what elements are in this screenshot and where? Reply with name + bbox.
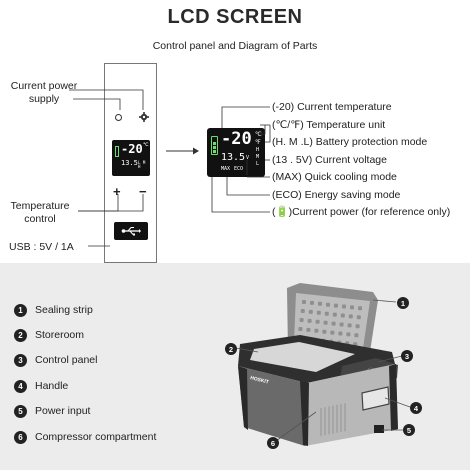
legend-current-voltage: (13 . 5V) Current voltage bbox=[272, 154, 387, 166]
control-panel: -20 ℃ 13.5 L M H + − bbox=[104, 63, 157, 263]
lcd-voltage: 13.5 bbox=[221, 152, 246, 163]
part-number-badge: 6 bbox=[14, 430, 27, 444]
legend-battery-protection: (H. M .L) Battery protection mode bbox=[272, 136, 428, 148]
lcd-mode-l: L bbox=[256, 161, 260, 167]
part-label: Compressor compartment bbox=[35, 431, 157, 443]
lcd-voltage-unit: V bbox=[246, 155, 250, 161]
part-number-badge: 3 bbox=[14, 353, 27, 367]
part-number-badge: 4 bbox=[14, 379, 27, 393]
part-label: Storeroom bbox=[35, 329, 85, 341]
lcd-eco: ECO bbox=[234, 166, 244, 172]
plus-button[interactable]: + bbox=[113, 184, 121, 199]
legend-current-temperature: (-20) Current temperature bbox=[272, 101, 392, 113]
usb-label: USB : 5V / 1A bbox=[9, 241, 74, 253]
part-number-badge: 1 bbox=[14, 303, 27, 317]
usb-icon bbox=[121, 227, 141, 236]
legend-quick-cooling: (MAX) Quick cooling mode bbox=[272, 171, 397, 183]
small-lcd-unit: ℃ bbox=[143, 142, 149, 148]
page-title: LCD SCREEN bbox=[167, 6, 303, 28]
lcd-display: -20 ℃ ℉ 13.5 V H M L MAX ECO bbox=[207, 128, 265, 177]
compressor-vents bbox=[320, 403, 346, 436]
small-lcd-mode: L M H bbox=[138, 160, 146, 170]
small-lcd-display: -20 ℃ 13.5 L M H bbox=[112, 140, 150, 176]
part-number-badge: 2 bbox=[14, 328, 27, 342]
legend-temperature-unit: (℃/℉) Temperature unit bbox=[272, 119, 386, 131]
gear-icon bbox=[139, 112, 149, 122]
part-label: Handle bbox=[35, 380, 69, 392]
minus-button[interactable]: − bbox=[139, 184, 147, 199]
lcd-unit-f: ℉ bbox=[255, 139, 261, 146]
callout-badge-1: 1 bbox=[397, 297, 409, 309]
page-subtitle: Control panel and Diagram of Parts bbox=[152, 40, 318, 52]
callout-badge-4: 4 bbox=[410, 402, 422, 414]
lid-vent-dots bbox=[297, 300, 362, 347]
part-item-handle: 4 Handle bbox=[14, 379, 68, 393]
power-button[interactable] bbox=[139, 112, 149, 122]
fridge-storeroom bbox=[250, 342, 355, 372]
usb-port bbox=[114, 222, 148, 240]
fridge-handle bbox=[361, 386, 390, 411]
temperature-control-label: Temperature control bbox=[10, 200, 70, 226]
legend-energy-saving: (ECO) Energy saving mode bbox=[272, 189, 401, 201]
callout-badge-2: 2 bbox=[225, 343, 237, 355]
lcd-mode-h: H bbox=[256, 147, 260, 153]
part-item-power-input: 5 Power input bbox=[14, 404, 90, 418]
small-battery-icon bbox=[115, 146, 119, 157]
lcd-battery-icon bbox=[211, 136, 218, 155]
part-item-storeroom: 2 Storeroom bbox=[14, 328, 84, 342]
part-label: Power input bbox=[35, 405, 91, 417]
callout-badge-3: 3 bbox=[401, 350, 413, 362]
part-label: Sealing strip bbox=[35, 304, 93, 316]
fridge-front bbox=[238, 366, 307, 446]
callout-badge-5: 5 bbox=[403, 424, 415, 436]
part-item-control-panel: 3 Control panel bbox=[14, 353, 97, 367]
small-lcd-voltage: 13.5 bbox=[121, 159, 138, 167]
power-input-port bbox=[374, 425, 384, 433]
part-number-badge: 5 bbox=[14, 404, 27, 418]
callout-leader-lines bbox=[235, 299, 411, 442]
lcd-temperature: -20 bbox=[221, 129, 252, 149]
callout-badge-6: 6 bbox=[267, 437, 279, 449]
part-label: Control panel bbox=[35, 354, 98, 366]
part-item-compressor: 6 Compressor compartment bbox=[14, 430, 156, 444]
lcd-unit-c: ℃ bbox=[255, 131, 262, 138]
section-divider bbox=[0, 263, 470, 264]
lcd-max: MAX bbox=[221, 166, 231, 172]
legend-current-power: (🔋)Current power (for reference only) bbox=[272, 206, 451, 218]
brand-logo: HOSKIT bbox=[250, 375, 270, 385]
part-item-sealing-strip: 1 Sealing strip bbox=[14, 303, 93, 317]
lcd-mode-m: M bbox=[256, 154, 260, 160]
small-lcd-temp: -20 bbox=[121, 142, 143, 156]
power-supply-label: Current power supply bbox=[10, 80, 78, 106]
power-indicator-icon bbox=[115, 114, 122, 121]
